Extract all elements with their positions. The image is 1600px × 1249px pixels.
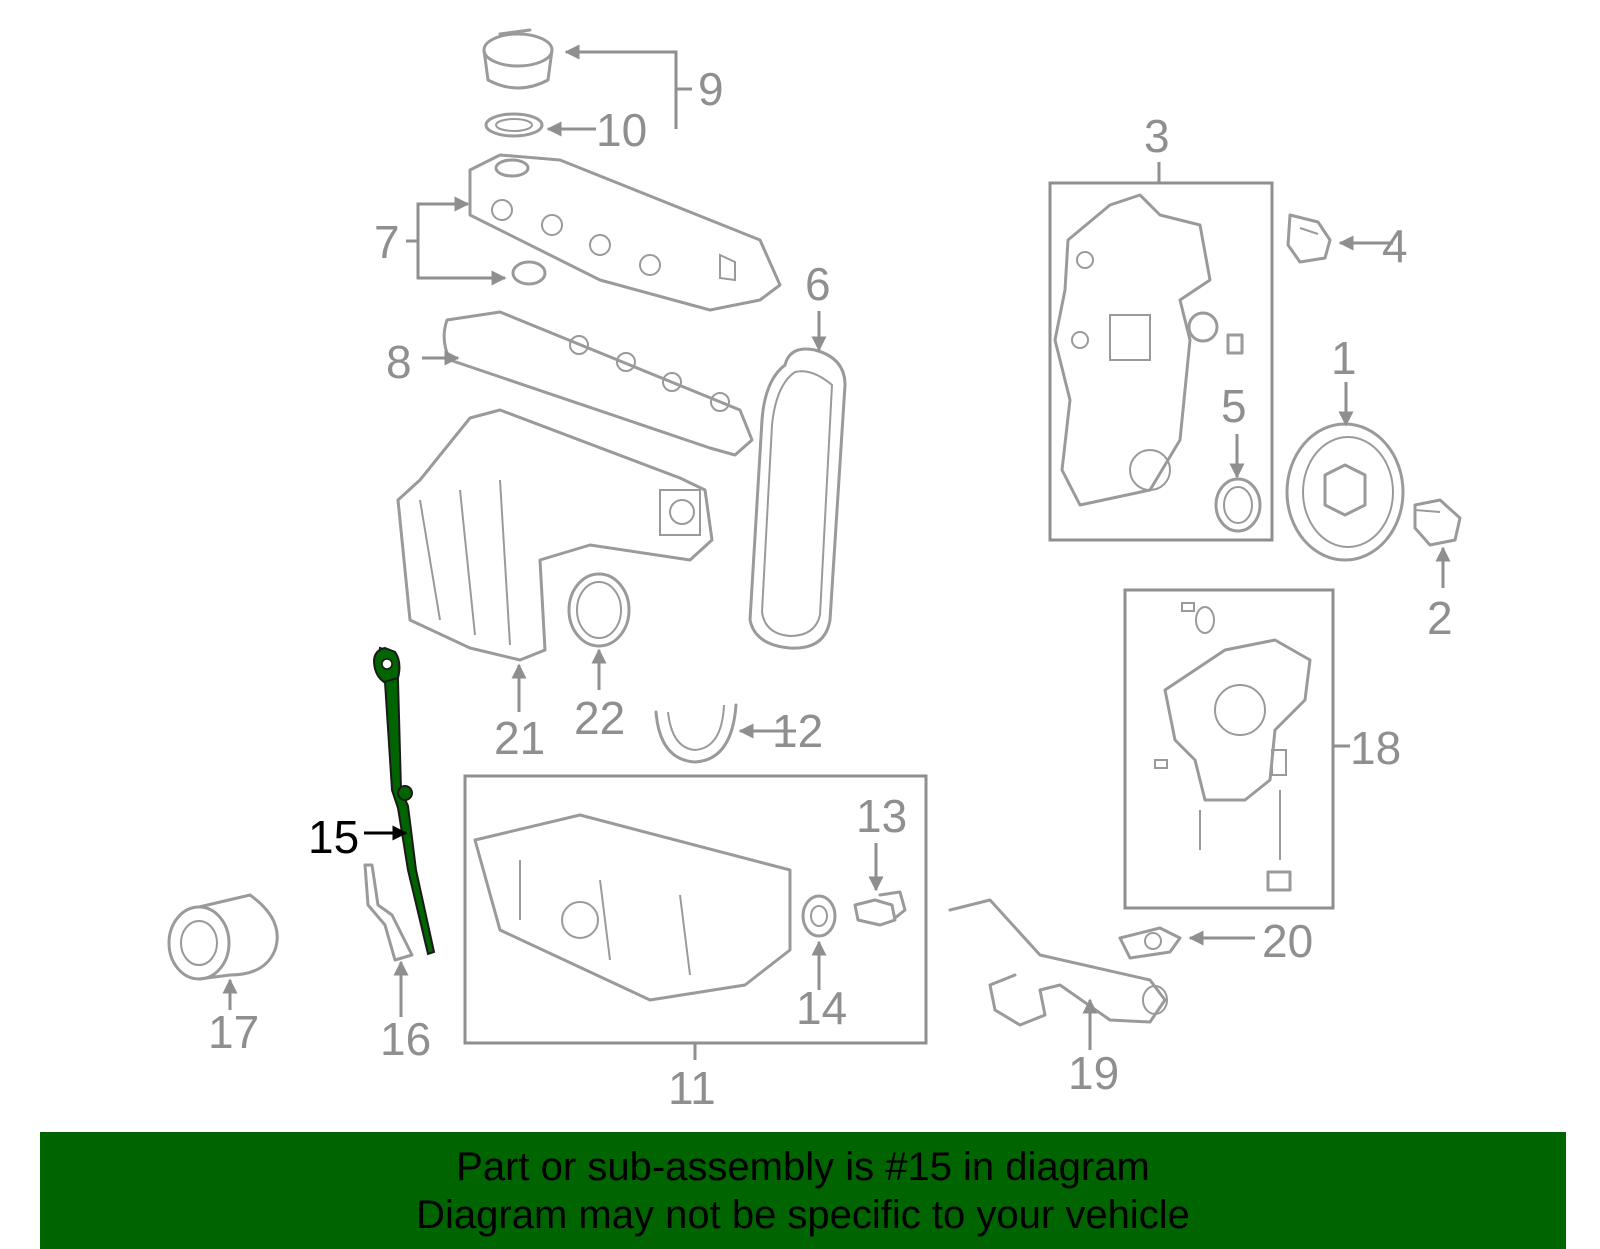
- callout-11: 11: [668, 1062, 716, 1114]
- callout-2: 2: [1427, 592, 1453, 644]
- drain-plug-washer: [801, 894, 837, 938]
- parts-diagram: 1 2 3 4 5 6 7 8 9 10 11 12 13 14 15 16 1…: [167, 28, 1462, 1114]
- callout-6: 6: [805, 258, 831, 310]
- callout-22: 22: [574, 692, 625, 744]
- oil-pan: [473, 813, 792, 1002]
- callout-12: 12: [772, 705, 823, 757]
- valve-cover-gasket: [442, 310, 754, 457]
- timing-cover-plug: [1187, 311, 1244, 355]
- callout-15: 15: [308, 811, 359, 863]
- crank-oil-seal: [1214, 477, 1262, 533]
- intake-gasket: [567, 572, 631, 648]
- oil-filter: [167, 893, 279, 981]
- cam-sensor-cap: [1286, 213, 1332, 264]
- intake-manifold: [396, 408, 714, 662]
- callout-7: 7: [374, 216, 400, 268]
- crankshaft-pulley: [1285, 422, 1405, 562]
- callout-20: 20: [1262, 915, 1313, 967]
- banner-line-2: Diagram may not be specific to your vehi…: [416, 1192, 1190, 1237]
- banner-line-1: Part or sub-assembly is #15 in diagram: [456, 1144, 1150, 1189]
- oil-pump: [1154, 602, 1312, 892]
- leader-lines: [222, 44, 1451, 1060]
- notice-banner: Part or sub-assembly is #15 in diagram D…: [40, 1132, 1566, 1249]
- callout-14: 14: [796, 982, 847, 1034]
- callout-21: 21: [494, 712, 545, 764]
- drive-belt: [748, 347, 847, 650]
- pulley-bolt: [1413, 498, 1462, 547]
- valve-cover: [468, 153, 782, 312]
- strainer-gasket: [1118, 926, 1182, 960]
- oil-pump-group-box: [1123, 588, 1335, 910]
- callout-10: 10: [596, 104, 647, 156]
- dipstick-bracket: [363, 863, 414, 962]
- semicircular-seal: [654, 703, 738, 764]
- oil-filler-cap: [482, 28, 554, 90]
- callout-18: 18: [1350, 722, 1401, 774]
- callout-1: 1: [1331, 332, 1357, 384]
- timing-cover-group-box: [1048, 181, 1274, 542]
- callout-19: 19: [1068, 1047, 1119, 1099]
- drain-plug-bolt: [853, 890, 907, 927]
- oil-strainer: [948, 898, 1168, 1027]
- callout-17: 17: [208, 1006, 259, 1058]
- cap-seal-ring: [484, 112, 544, 138]
- callout-16: 16: [380, 1013, 431, 1065]
- callout-8: 8: [386, 336, 412, 388]
- timing-cover: [1053, 193, 1212, 507]
- callout-9: 9: [698, 63, 724, 115]
- callout-13: 13: [856, 790, 907, 842]
- callout-3: 3: [1144, 110, 1170, 162]
- callout-4: 4: [1382, 220, 1408, 272]
- oil-dipstick: [372, 646, 436, 956]
- valve-cover-grommet: [511, 260, 547, 286]
- callout-5: 5: [1221, 380, 1247, 432]
